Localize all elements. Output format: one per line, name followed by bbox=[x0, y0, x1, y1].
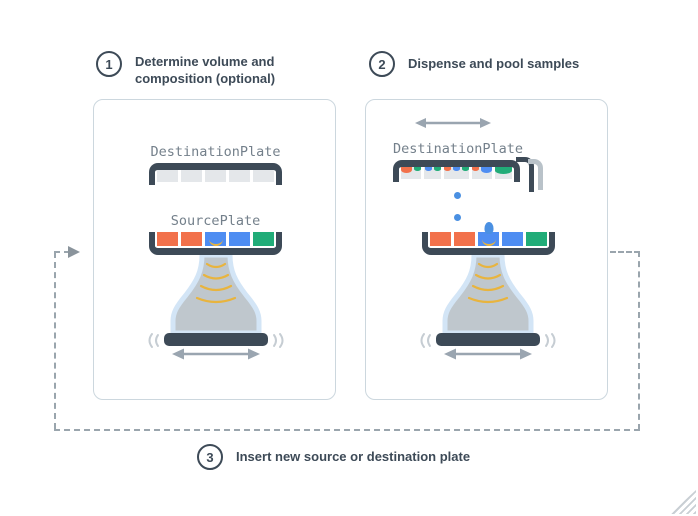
plate-well-blue bbox=[502, 232, 523, 246]
step-1-header: 1 Determine volume and composition (opti… bbox=[96, 51, 293, 87]
plate-well-green bbox=[253, 232, 274, 246]
vibration-marks-icon bbox=[420, 333, 556, 348]
plate-well-pooled bbox=[444, 167, 469, 179]
plate-well-empty bbox=[181, 170, 202, 182]
acoustic-waves-icon bbox=[195, 262, 237, 304]
pooled-drop-green bbox=[414, 167, 421, 171]
left-destination-plate bbox=[149, 163, 282, 185]
left-source-plate bbox=[149, 232, 282, 255]
plate-motion-arrow-icon bbox=[415, 118, 491, 128]
pooled-drops-row bbox=[495, 167, 512, 174]
plate-well-empty bbox=[229, 170, 250, 182]
right-destination-plate-label: DestinationPlate bbox=[393, 141, 524, 157]
plate-well-blue bbox=[229, 232, 250, 246]
left-source-plate-label: SourcePlate bbox=[170, 213, 261, 229]
step-3-label: Insert new source or destination plate bbox=[236, 449, 471, 464]
plate-well-empty bbox=[205, 170, 226, 182]
loop-arrowhead-icon bbox=[68, 246, 80, 258]
loop-line-left-horizontal bbox=[54, 251, 70, 253]
right-destination-plate bbox=[393, 160, 520, 182]
pooled-drop-green bbox=[495, 167, 512, 174]
transducer-base-bar bbox=[436, 333, 540, 346]
step-3-number-badge: 3 bbox=[197, 444, 223, 470]
corner-hatch-icon bbox=[670, 490, 696, 514]
step-2-header: 2 Dispense and pool samples bbox=[369, 51, 579, 77]
transducer-base-bar bbox=[164, 333, 268, 346]
plate-well-pooled bbox=[495, 167, 512, 179]
right-source-wells bbox=[428, 222, 549, 246]
step-3-number: 3 bbox=[206, 449, 214, 465]
pooled-drops-row bbox=[424, 167, 441, 171]
left-source-wells bbox=[155, 232, 276, 246]
acoustic-waves-icon bbox=[467, 262, 509, 304]
plate-well-orange bbox=[430, 232, 451, 246]
panel-step1-diagram: DestinationPlate SourcePlate bbox=[93, 99, 336, 400]
plate-well-green bbox=[526, 232, 547, 246]
left-destination-plate-label: DestinationPlate bbox=[150, 144, 281, 160]
acoustic-transducer bbox=[148, 255, 284, 360]
flying-droplet bbox=[454, 192, 461, 199]
plate-well-empty bbox=[157, 170, 178, 182]
right-destination-wells bbox=[399, 167, 514, 179]
ejecting-droplet bbox=[484, 222, 493, 234]
plate-well-blue bbox=[205, 232, 226, 246]
step-2-number: 2 bbox=[378, 56, 386, 72]
vibration-marks-icon bbox=[148, 333, 284, 348]
pooled-drop-blue bbox=[424, 167, 432, 171]
step-1-number-badge: 1 bbox=[96, 51, 122, 77]
step-3-header: 3 Insert new source or destination plate bbox=[197, 444, 470, 470]
stacked-plate-back-2 bbox=[528, 159, 543, 190]
acoustic-transducer bbox=[420, 255, 556, 360]
plate-well-pooled bbox=[401, 167, 421, 179]
plate-well-orange bbox=[454, 232, 475, 246]
pooled-drops-row bbox=[401, 167, 421, 173]
plate-well-blue bbox=[478, 222, 499, 246]
flying-droplet bbox=[454, 214, 461, 221]
horizontal-motion-arrow-icon bbox=[444, 348, 532, 360]
loop-line-right-horizontal bbox=[610, 251, 640, 253]
loop-line-bottom bbox=[54, 429, 640, 431]
pooled-drop-orange bbox=[444, 167, 451, 171]
pooled-drop-orange bbox=[472, 167, 479, 171]
plate-well-orange bbox=[181, 232, 202, 246]
step-2-number-badge: 2 bbox=[369, 51, 395, 77]
loop-line-left-vertical bbox=[54, 252, 56, 429]
loop-line-right-vertical bbox=[638, 251, 640, 430]
plate-well-pooled bbox=[424, 167, 441, 179]
panel-step2-diagram: DestinationPlate bbox=[365, 99, 608, 400]
step-1-number: 1 bbox=[105, 56, 113, 72]
step-2-label: Dispense and pool samples bbox=[408, 56, 580, 71]
pooled-drop-green bbox=[462, 167, 469, 171]
acoustic-wave-icon bbox=[481, 239, 496, 246]
plate-well-orange bbox=[157, 232, 178, 246]
step-1-label: Determine volume and composition (option… bbox=[135, 54, 276, 86]
plate-well-empty bbox=[253, 170, 274, 182]
right-source-plate bbox=[422, 222, 555, 255]
pooled-drop-blue bbox=[453, 167, 460, 171]
pooled-drops-row bbox=[472, 167, 492, 173]
pooled-drop-green bbox=[433, 167, 441, 171]
horizontal-motion-arrow-icon bbox=[172, 348, 260, 360]
plate-well-pooled bbox=[472, 167, 492, 179]
stacked-plate-back-1 bbox=[516, 157, 534, 192]
pooled-drop-orange bbox=[401, 167, 412, 173]
pooled-drops-row bbox=[444, 167, 469, 171]
acoustic-wave-icon bbox=[208, 239, 223, 246]
left-destination-wells bbox=[155, 170, 276, 182]
pooled-drop-blue bbox=[481, 167, 492, 173]
